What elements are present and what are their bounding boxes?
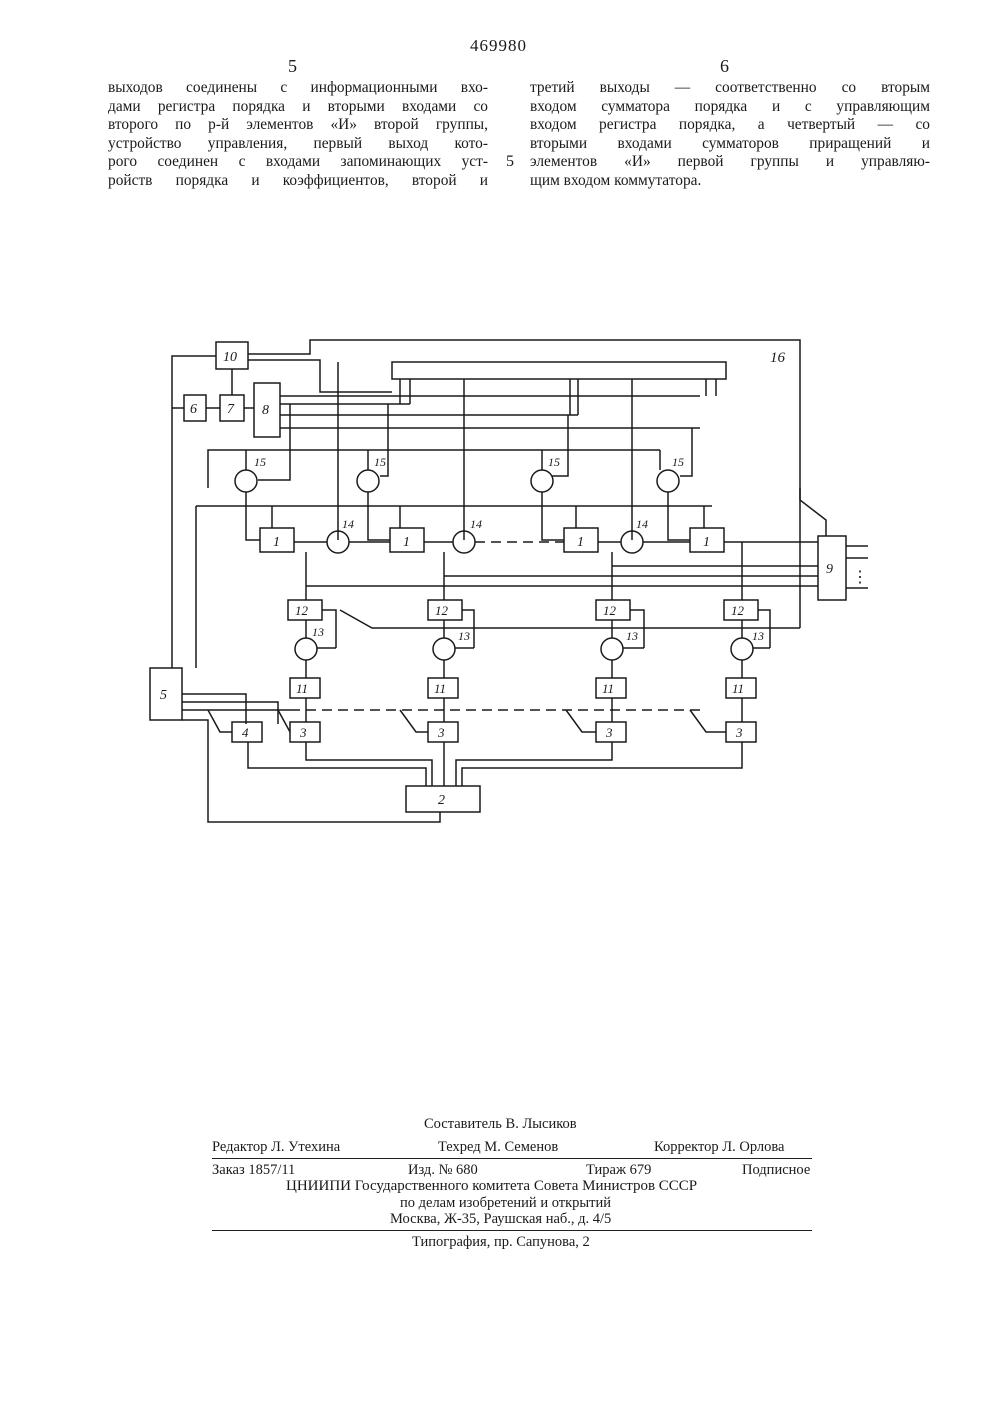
wire: [248, 742, 426, 786]
label-7: 7: [227, 402, 235, 417]
adder-13: [295, 638, 317, 660]
label-13: 13: [752, 629, 764, 643]
wire: [462, 742, 742, 786]
block-diagram: 16 10 6 7 8 15 15 15 15: [0, 0, 1000, 900]
adder-15: [357, 470, 379, 492]
label-14: 14: [636, 517, 648, 531]
label-12: 12: [731, 603, 745, 618]
order-line: Заказ 1857/11: [212, 1162, 295, 1179]
label-9: 9: [826, 562, 833, 577]
wire: [306, 742, 432, 786]
printing-line: Типография, пр. Сапунова, 2: [412, 1234, 590, 1251]
wire: [542, 492, 564, 540]
compiler-line: Составитель В. Лысиков: [424, 1116, 577, 1133]
label-6: 6: [190, 402, 197, 417]
label-11: 11: [732, 681, 744, 696]
divider: [212, 1158, 812, 1159]
label-15: 15: [672, 455, 684, 469]
label-3: 3: [735, 725, 743, 740]
label-13: 13: [312, 625, 324, 639]
wire: [278, 710, 290, 732]
wire: [400, 710, 428, 732]
label-1: 1: [273, 535, 280, 550]
wire: [668, 492, 690, 540]
label-2: 2: [438, 793, 445, 808]
label-8: 8: [262, 403, 269, 418]
label-15: 15: [254, 455, 266, 469]
label-1: 1: [577, 535, 584, 550]
label-12: 12: [295, 603, 309, 618]
dept-line: по делам изобретений и открытий: [400, 1195, 611, 1212]
wire: [690, 710, 726, 732]
adder-15: [531, 470, 553, 492]
adder-13: [601, 638, 623, 660]
label-3: 3: [605, 725, 613, 740]
circulation-line: Тираж 679: [586, 1162, 651, 1179]
label-11: 11: [602, 681, 614, 696]
wire: [208, 450, 660, 488]
techred-line: Техред М. Семенов: [438, 1139, 558, 1156]
wire: [248, 360, 392, 392]
ellipsis-outputs: ⋮: [852, 569, 868, 586]
divider: [212, 1230, 812, 1231]
label-3: 3: [299, 725, 307, 740]
wire: [456, 742, 612, 786]
label-10: 10: [223, 350, 237, 365]
label-14: 14: [470, 517, 482, 531]
wire: [566, 710, 596, 732]
corrector-line: Корректор Л. Орлова: [654, 1139, 784, 1156]
wire: [248, 340, 800, 628]
label-5: 5: [160, 688, 167, 703]
label-3: 3: [437, 725, 445, 740]
editor-line: Редактор Л. Утехина: [212, 1139, 340, 1156]
wire: [800, 488, 826, 536]
register-16: [392, 362, 726, 379]
label-11: 11: [434, 681, 446, 696]
label-4: 4: [242, 725, 249, 740]
wire: [246, 492, 260, 540]
wire: [322, 610, 336, 648]
wire: [182, 720, 440, 822]
adder-15: [657, 470, 679, 492]
adder-15: [235, 470, 257, 492]
wire: [368, 492, 390, 540]
label-16: 16: [770, 350, 786, 366]
label-15: 15: [548, 455, 560, 469]
label-1: 1: [703, 535, 710, 550]
adder-13: [731, 638, 753, 660]
label-13: 13: [458, 629, 470, 643]
label-12: 12: [603, 603, 617, 618]
adder-13: [433, 638, 455, 660]
wire: [208, 710, 232, 732]
label-1: 1: [403, 535, 410, 550]
label-14: 14: [342, 517, 354, 531]
subscription-line: Подписное: [742, 1162, 810, 1179]
label-15: 15: [374, 455, 386, 469]
label-11: 11: [296, 681, 308, 696]
org-line: ЦНИИПИ Государственного комитета Совета …: [286, 1178, 697, 1195]
label-13: 13: [626, 629, 638, 643]
address-line: Москва, Ж-35, Раушская наб., д. 4/5: [390, 1211, 611, 1228]
label-12: 12: [435, 603, 449, 618]
edition-line: Изд. № 680: [408, 1162, 478, 1179]
